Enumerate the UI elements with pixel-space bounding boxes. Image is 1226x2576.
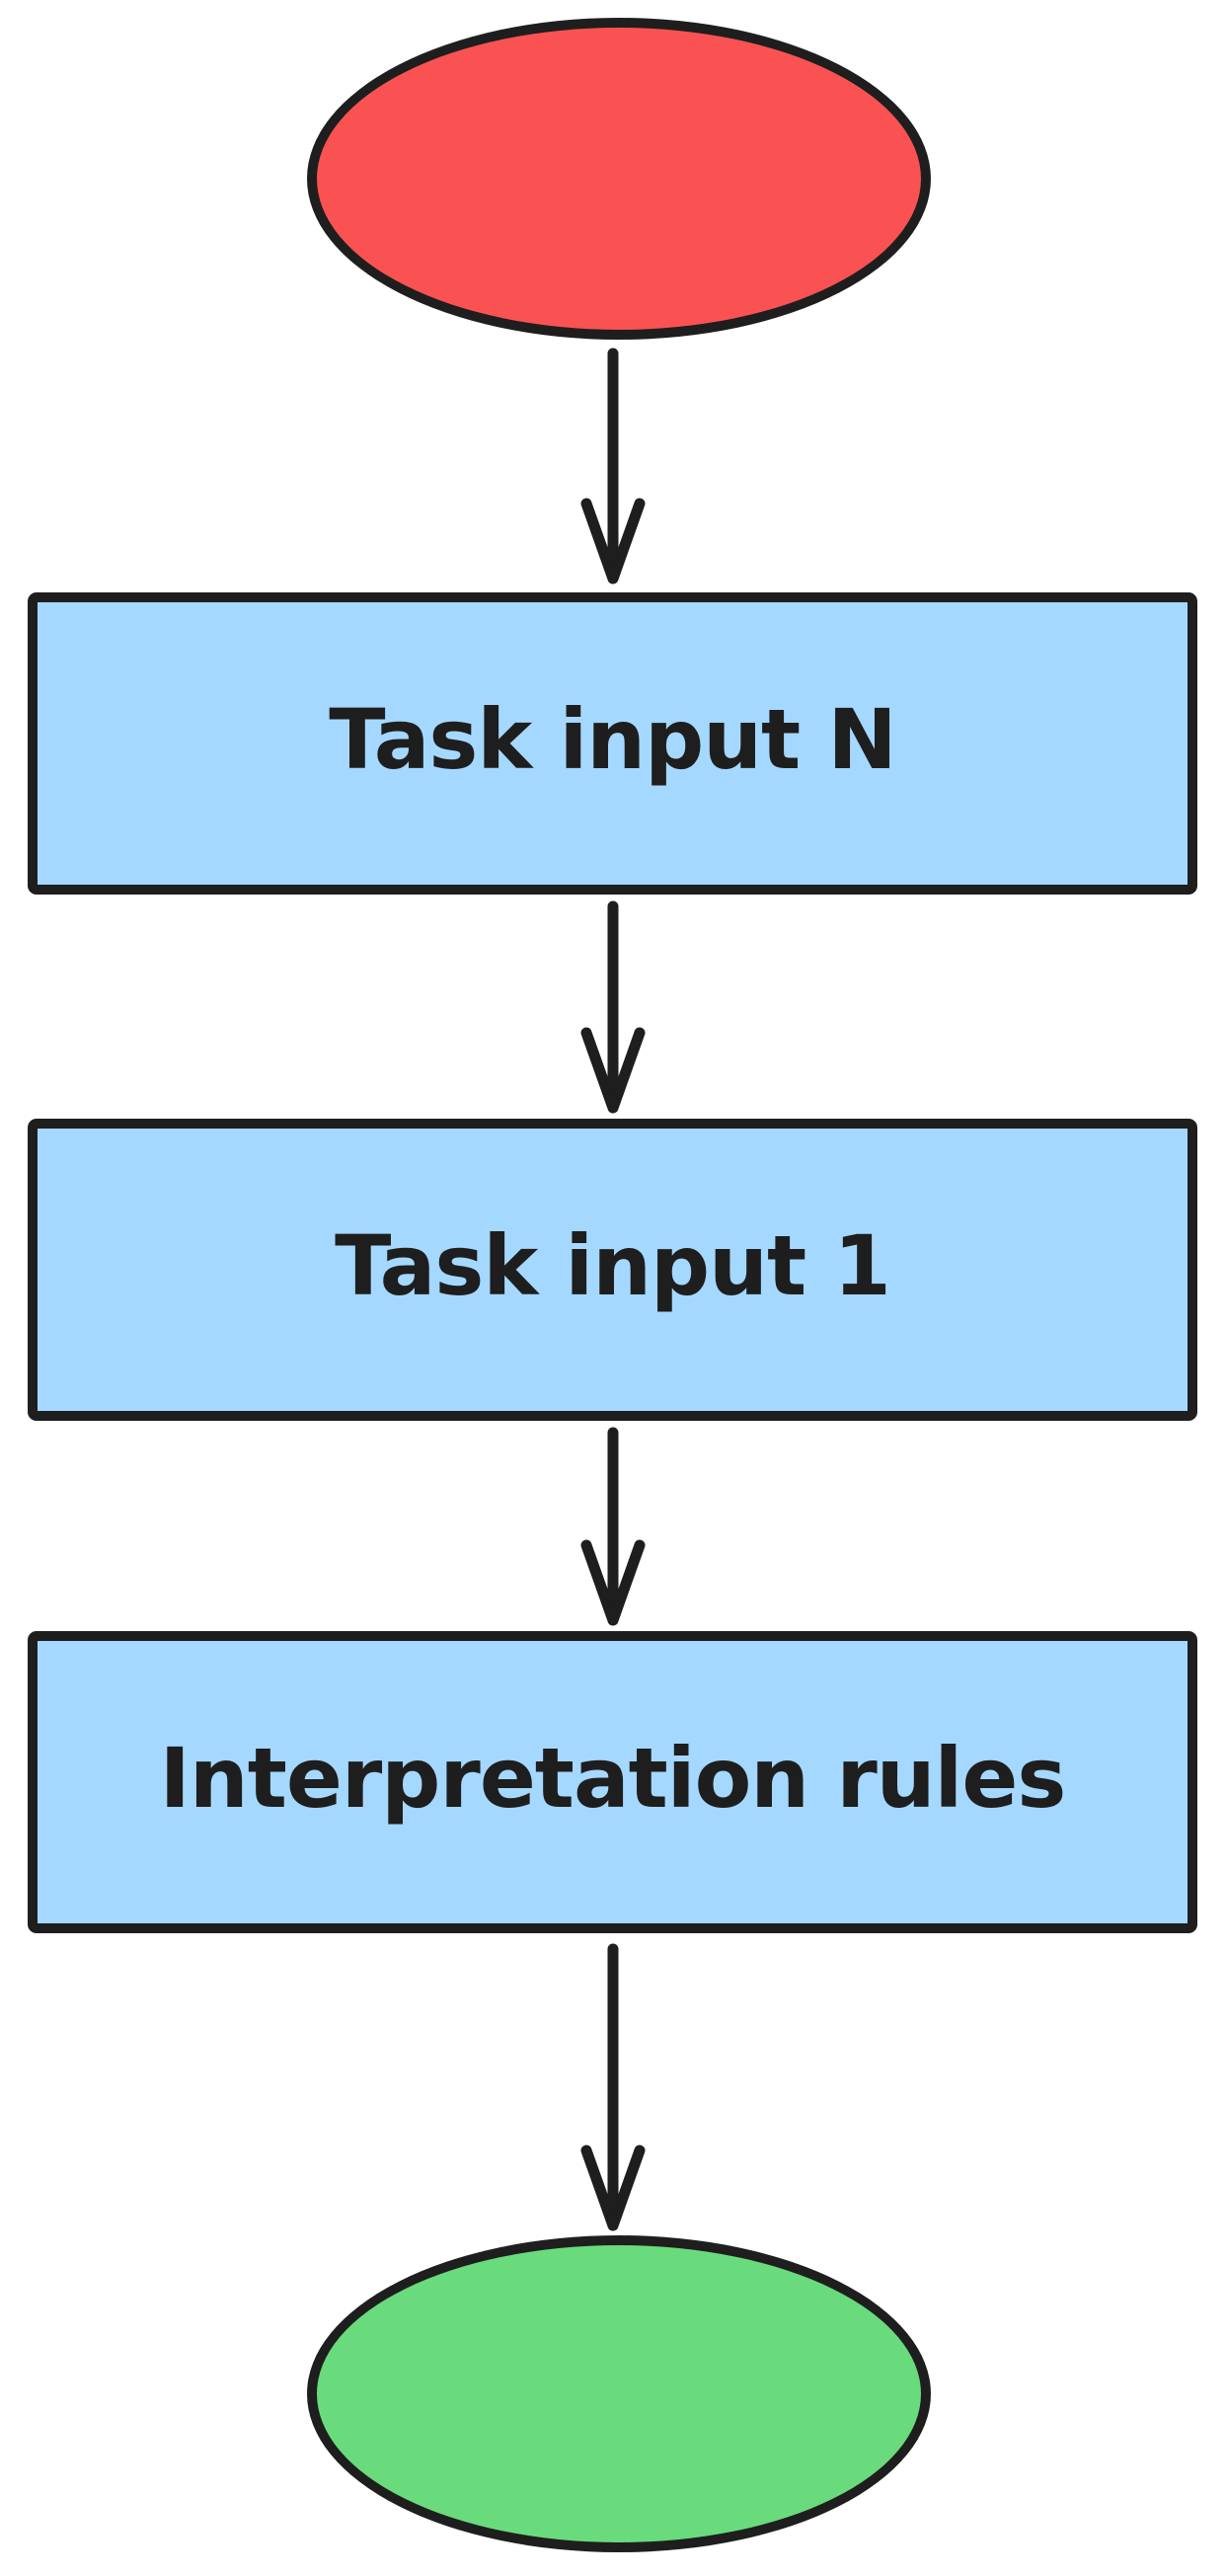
node-task-input-n-label: Task input N bbox=[329, 691, 896, 788]
start-node-ellipse bbox=[307, 18, 931, 340]
connector-task-input-1-to-interpretation-rules bbox=[574, 1427, 652, 1626]
down-arrow-icon bbox=[580, 1427, 646, 1626]
down-arrow-icon bbox=[580, 1943, 646, 2231]
node-task-input-n: Task input N bbox=[28, 592, 1197, 895]
end-node-ellipse bbox=[307, 2235, 931, 2552]
connector-task-input-n-to-task-input-1 bbox=[574, 900, 652, 1114]
down-arrow-icon bbox=[580, 900, 646, 1114]
connector-interpretation-rules-to-end bbox=[574, 1943, 652, 2231]
connector-start-to-task-input-n bbox=[574, 348, 652, 585]
node-task-input-1-label: Task input 1 bbox=[335, 1217, 891, 1314]
down-arrow-icon bbox=[580, 348, 646, 585]
node-task-input-1: Task input 1 bbox=[28, 1119, 1197, 1421]
node-interpretation-rules-label: Interpretation rules bbox=[159, 1730, 1067, 1827]
node-interpretation-rules: Interpretation rules bbox=[28, 1631, 1197, 1933]
